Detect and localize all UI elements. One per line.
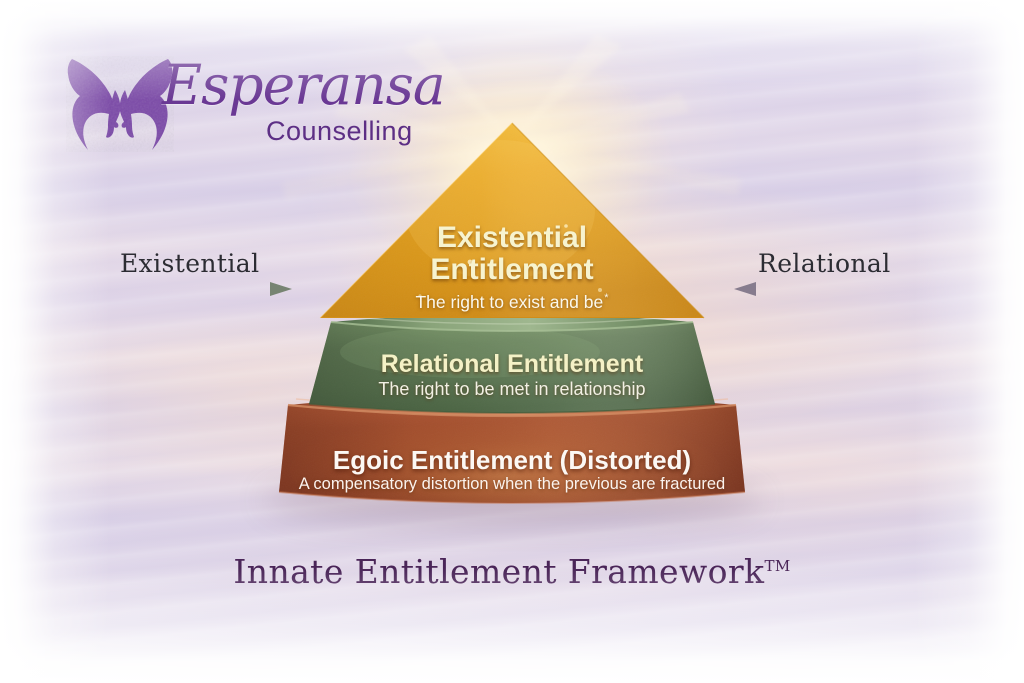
brand-logo[interactable]: Esperansa Counselling [66, 52, 446, 162]
butterfly-faces-icon [66, 56, 174, 152]
arrow-left-icon [734, 282, 916, 296]
framework-title-text: Innate Entitlement Framework [233, 552, 765, 591]
logo-subtitle: Counselling [266, 116, 413, 146]
label-existential: Existential [120, 249, 260, 278]
framework-title: Innate Entitlement FrameworkTM [0, 552, 1024, 591]
trademark-symbol: TM [764, 557, 791, 575]
label-relational: Relational [758, 249, 891, 278]
logo-wordmark: Esperansa [162, 53, 446, 117]
arrow-right-icon [110, 282, 292, 296]
